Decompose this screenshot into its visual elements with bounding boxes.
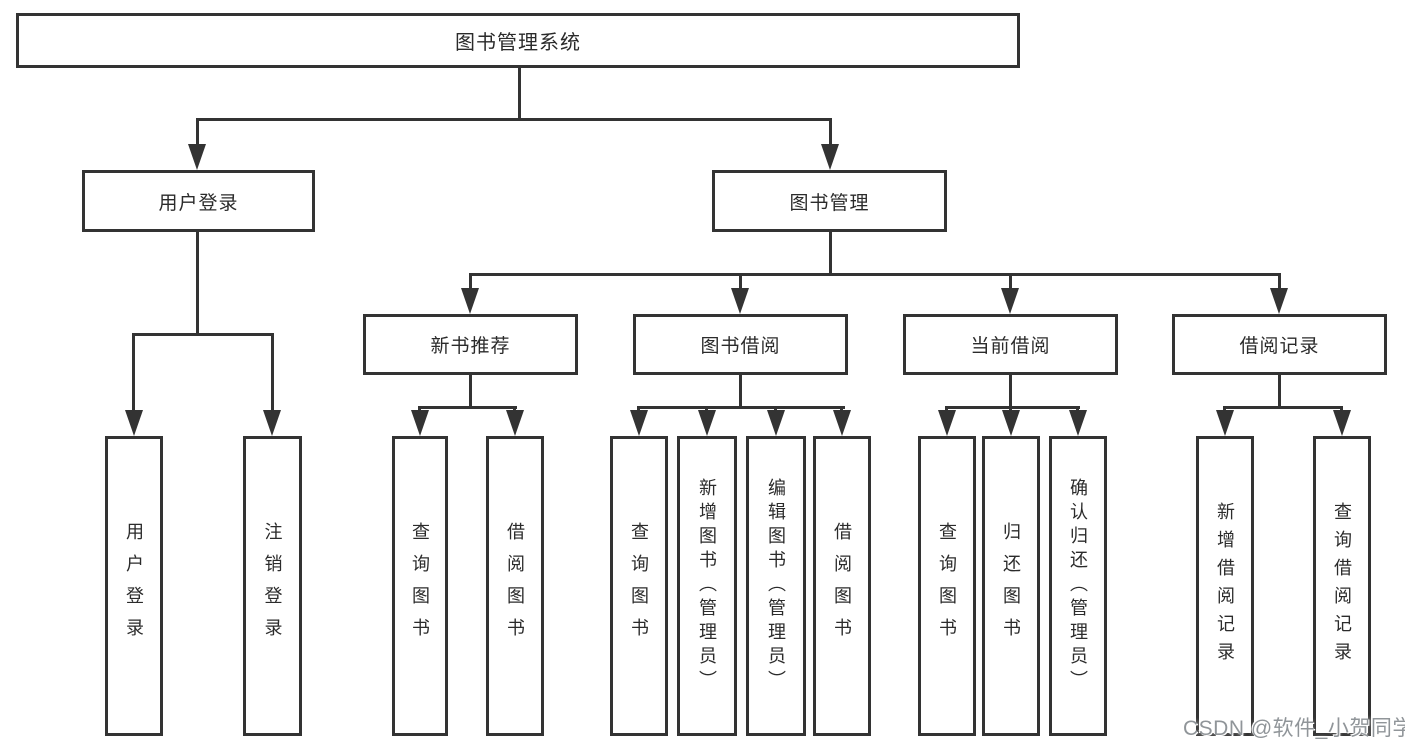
connector-line	[469, 273, 1281, 276]
leaf-query-borrow-record: 查询借阅记录	[1313, 436, 1371, 736]
connector-line	[271, 333, 274, 413]
arrowhead-down-icon	[125, 410, 143, 436]
leaf-query-books-recommend-label: 查询图书	[410, 522, 430, 650]
connector-line	[1278, 375, 1281, 408]
connector-line	[196, 118, 832, 121]
arrowhead-down-icon	[821, 144, 839, 170]
node-book-management-label: 图书管理	[789, 192, 870, 214]
leaf-query-books-current-label: 查询图书	[937, 522, 957, 650]
leaf-logout: 注销登录	[243, 436, 302, 736]
node-new-book-recommend: 新书推荐	[363, 314, 578, 375]
leaf-confirm-return-admin: 确认归还（管理员）	[1049, 436, 1107, 736]
csdn-watermark: CSDN @软件_小贺同学	[1183, 717, 1405, 740]
connector-line	[1009, 375, 1012, 408]
leaf-logout-label: 注销登录	[262, 522, 283, 650]
leaf-query-books-current: 查询图书	[918, 436, 976, 736]
arrowhead-down-icon	[1001, 288, 1019, 314]
arrowhead-down-icon	[411, 410, 429, 436]
connector-line	[132, 333, 274, 336]
leaf-user-login-label: 用户登录	[124, 522, 144, 650]
arrowhead-down-icon	[1002, 410, 1020, 436]
leaf-query-books-borrow: 查询图书	[610, 436, 668, 736]
leaf-return-books-label: 归还图书	[1001, 522, 1021, 650]
leaf-query-borrow-record-label: 查询借阅记录	[1332, 502, 1352, 670]
node-book-borrow: 图书借阅	[633, 314, 848, 375]
connector-line	[739, 375, 742, 408]
node-current-borrow-label: 当前借阅	[970, 336, 1051, 357]
arrowhead-down-icon	[698, 410, 716, 436]
arrowhead-down-icon	[1270, 288, 1288, 314]
leaf-user-login: 用户登录	[105, 436, 163, 736]
leaf-borrow-books-recommend-label: 借阅图书	[505, 522, 525, 650]
connector-line	[945, 406, 1080, 409]
connector-line	[637, 406, 845, 409]
node-borrow-records-label: 借阅记录	[1239, 336, 1320, 357]
leaf-query-books-recommend: 查询图书	[392, 436, 448, 736]
connector-line	[829, 232, 832, 275]
root-node-label: 图书管理系统	[455, 32, 581, 54]
connector-line	[739, 273, 742, 293]
leaf-borrow-books-label: 借阅图书	[832, 522, 852, 650]
connector-line	[419, 406, 517, 409]
arrowhead-down-icon	[188, 144, 206, 170]
leaf-return-books: 归还图书	[982, 436, 1040, 736]
arrowhead-down-icon	[938, 410, 956, 436]
root-node-library-system: 图书管理系统	[16, 13, 1020, 68]
arrowhead-down-icon	[506, 410, 524, 436]
node-user-login: 用户登录	[82, 170, 315, 232]
arrowhead-down-icon	[1216, 410, 1234, 436]
node-book-borrow-label: 图书借阅	[700, 336, 781, 357]
connector-line	[196, 118, 199, 148]
arrowhead-down-icon	[1333, 410, 1351, 436]
leaf-add-books-admin-label: 新增图书（管理员）	[697, 478, 717, 694]
connector-line	[132, 333, 135, 413]
connector-line	[518, 68, 521, 121]
arrowhead-down-icon	[461, 288, 479, 314]
arrowhead-down-icon	[630, 410, 648, 436]
connector-line	[1278, 273, 1281, 293]
leaf-add-borrow-record-label: 新增借阅记录	[1215, 502, 1235, 670]
node-current-borrow: 当前借阅	[903, 314, 1118, 375]
leaf-query-books-borrow-label: 查询图书	[629, 522, 649, 650]
connector-line	[829, 118, 832, 148]
leaf-borrow-books-recommend: 借阅图书	[486, 436, 544, 736]
node-user-login-label: 用户登录	[158, 192, 239, 214]
arrowhead-down-icon	[263, 410, 281, 436]
node-book-management: 图书管理	[712, 170, 947, 232]
arrowhead-down-icon	[833, 410, 851, 436]
connector-line	[196, 232, 199, 335]
arrowhead-down-icon	[1069, 410, 1087, 436]
leaf-add-borrow-record: 新增借阅记录	[1196, 436, 1254, 736]
leaf-add-books-admin: 新增图书（管理员）	[677, 436, 737, 736]
leaf-edit-books-admin: 编辑图书（管理员）	[746, 436, 806, 736]
connector-line	[469, 273, 472, 293]
node-new-book-recommend-label: 新书推荐	[430, 336, 511, 357]
node-borrow-records: 借阅记录	[1172, 314, 1387, 375]
leaf-confirm-return-admin-label: 确认归还（管理员）	[1068, 478, 1088, 694]
connector-line	[1223, 406, 1343, 409]
connector-line	[1009, 273, 1012, 293]
arrowhead-down-icon	[767, 410, 785, 436]
leaf-borrow-books: 借阅图书	[813, 436, 871, 736]
leaf-edit-books-admin-label: 编辑图书（管理员）	[766, 478, 786, 694]
arrowhead-down-icon	[731, 288, 749, 314]
connector-line	[469, 375, 472, 408]
